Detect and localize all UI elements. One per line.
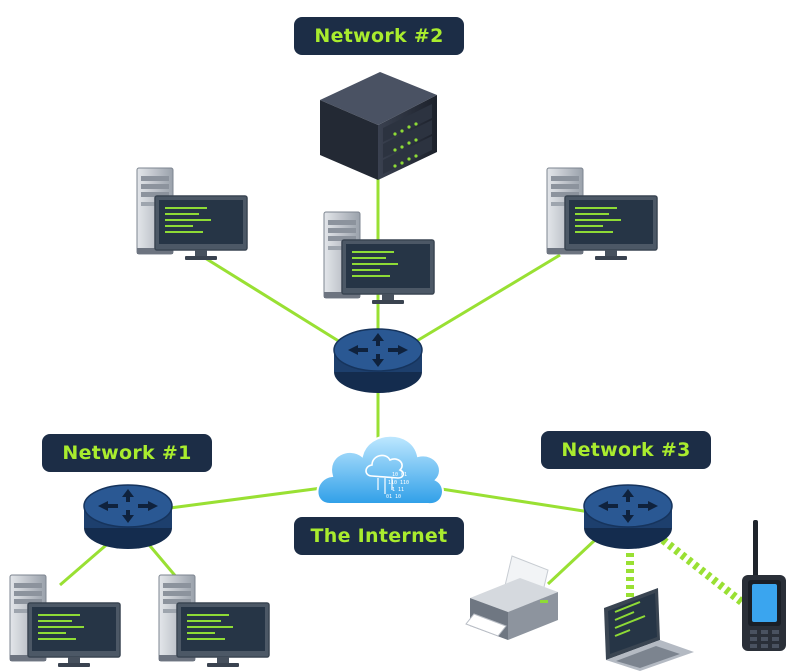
link-router1-desktop-a — [59, 538, 113, 587]
network-3-label-text: Network #3 — [561, 439, 691, 461]
cloud-binary-line-4: 01 10 — [386, 494, 401, 500]
handheld-radio-icon — [742, 520, 786, 651]
link-router3-printer — [546, 538, 597, 586]
cloud-binary-line-2: 110 110 — [388, 480, 409, 486]
network-2-label-text: Network #2 — [314, 25, 444, 47]
internet-label: The Internet — [294, 517, 464, 555]
router-icon-net3 — [583, 484, 673, 550]
desktop-computer-icon-net1-left — [9, 574, 121, 668]
wireless-link-radio — [660, 536, 751, 611]
network-3-label: Network #3 — [541, 431, 711, 469]
link-desktop-right-router2 — [409, 253, 561, 347]
laptop-icon — [604, 588, 694, 671]
internet-label-text: The Internet — [310, 525, 448, 547]
internet-cloud-icon: 10 01 110 110 1 11 01 10 — [316, 434, 444, 506]
router-icon-net2 — [333, 328, 423, 394]
cloud-binary-line-3: 1 11 — [392, 487, 404, 493]
network-1-label: Network #1 — [42, 434, 212, 472]
desktop-computer-icon-net1-right — [158, 574, 270, 668]
desktop-computer-icon-net2-right — [546, 167, 658, 261]
link-router1-internet — [169, 486, 323, 510]
link-internet-router3 — [434, 486, 591, 514]
desktop-computer-icon-net2-left — [136, 167, 248, 261]
cloud-binary-line-1: 10 01 — [392, 472, 407, 478]
router-icon-net1 — [83, 484, 173, 550]
printer-icon — [465, 555, 558, 640]
link-desktop-left-router2 — [204, 256, 346, 347]
network-2-label: Network #2 — [294, 17, 464, 55]
server-rack-icon — [320, 72, 437, 180]
network-1-label-text: Network #1 — [62, 442, 192, 464]
